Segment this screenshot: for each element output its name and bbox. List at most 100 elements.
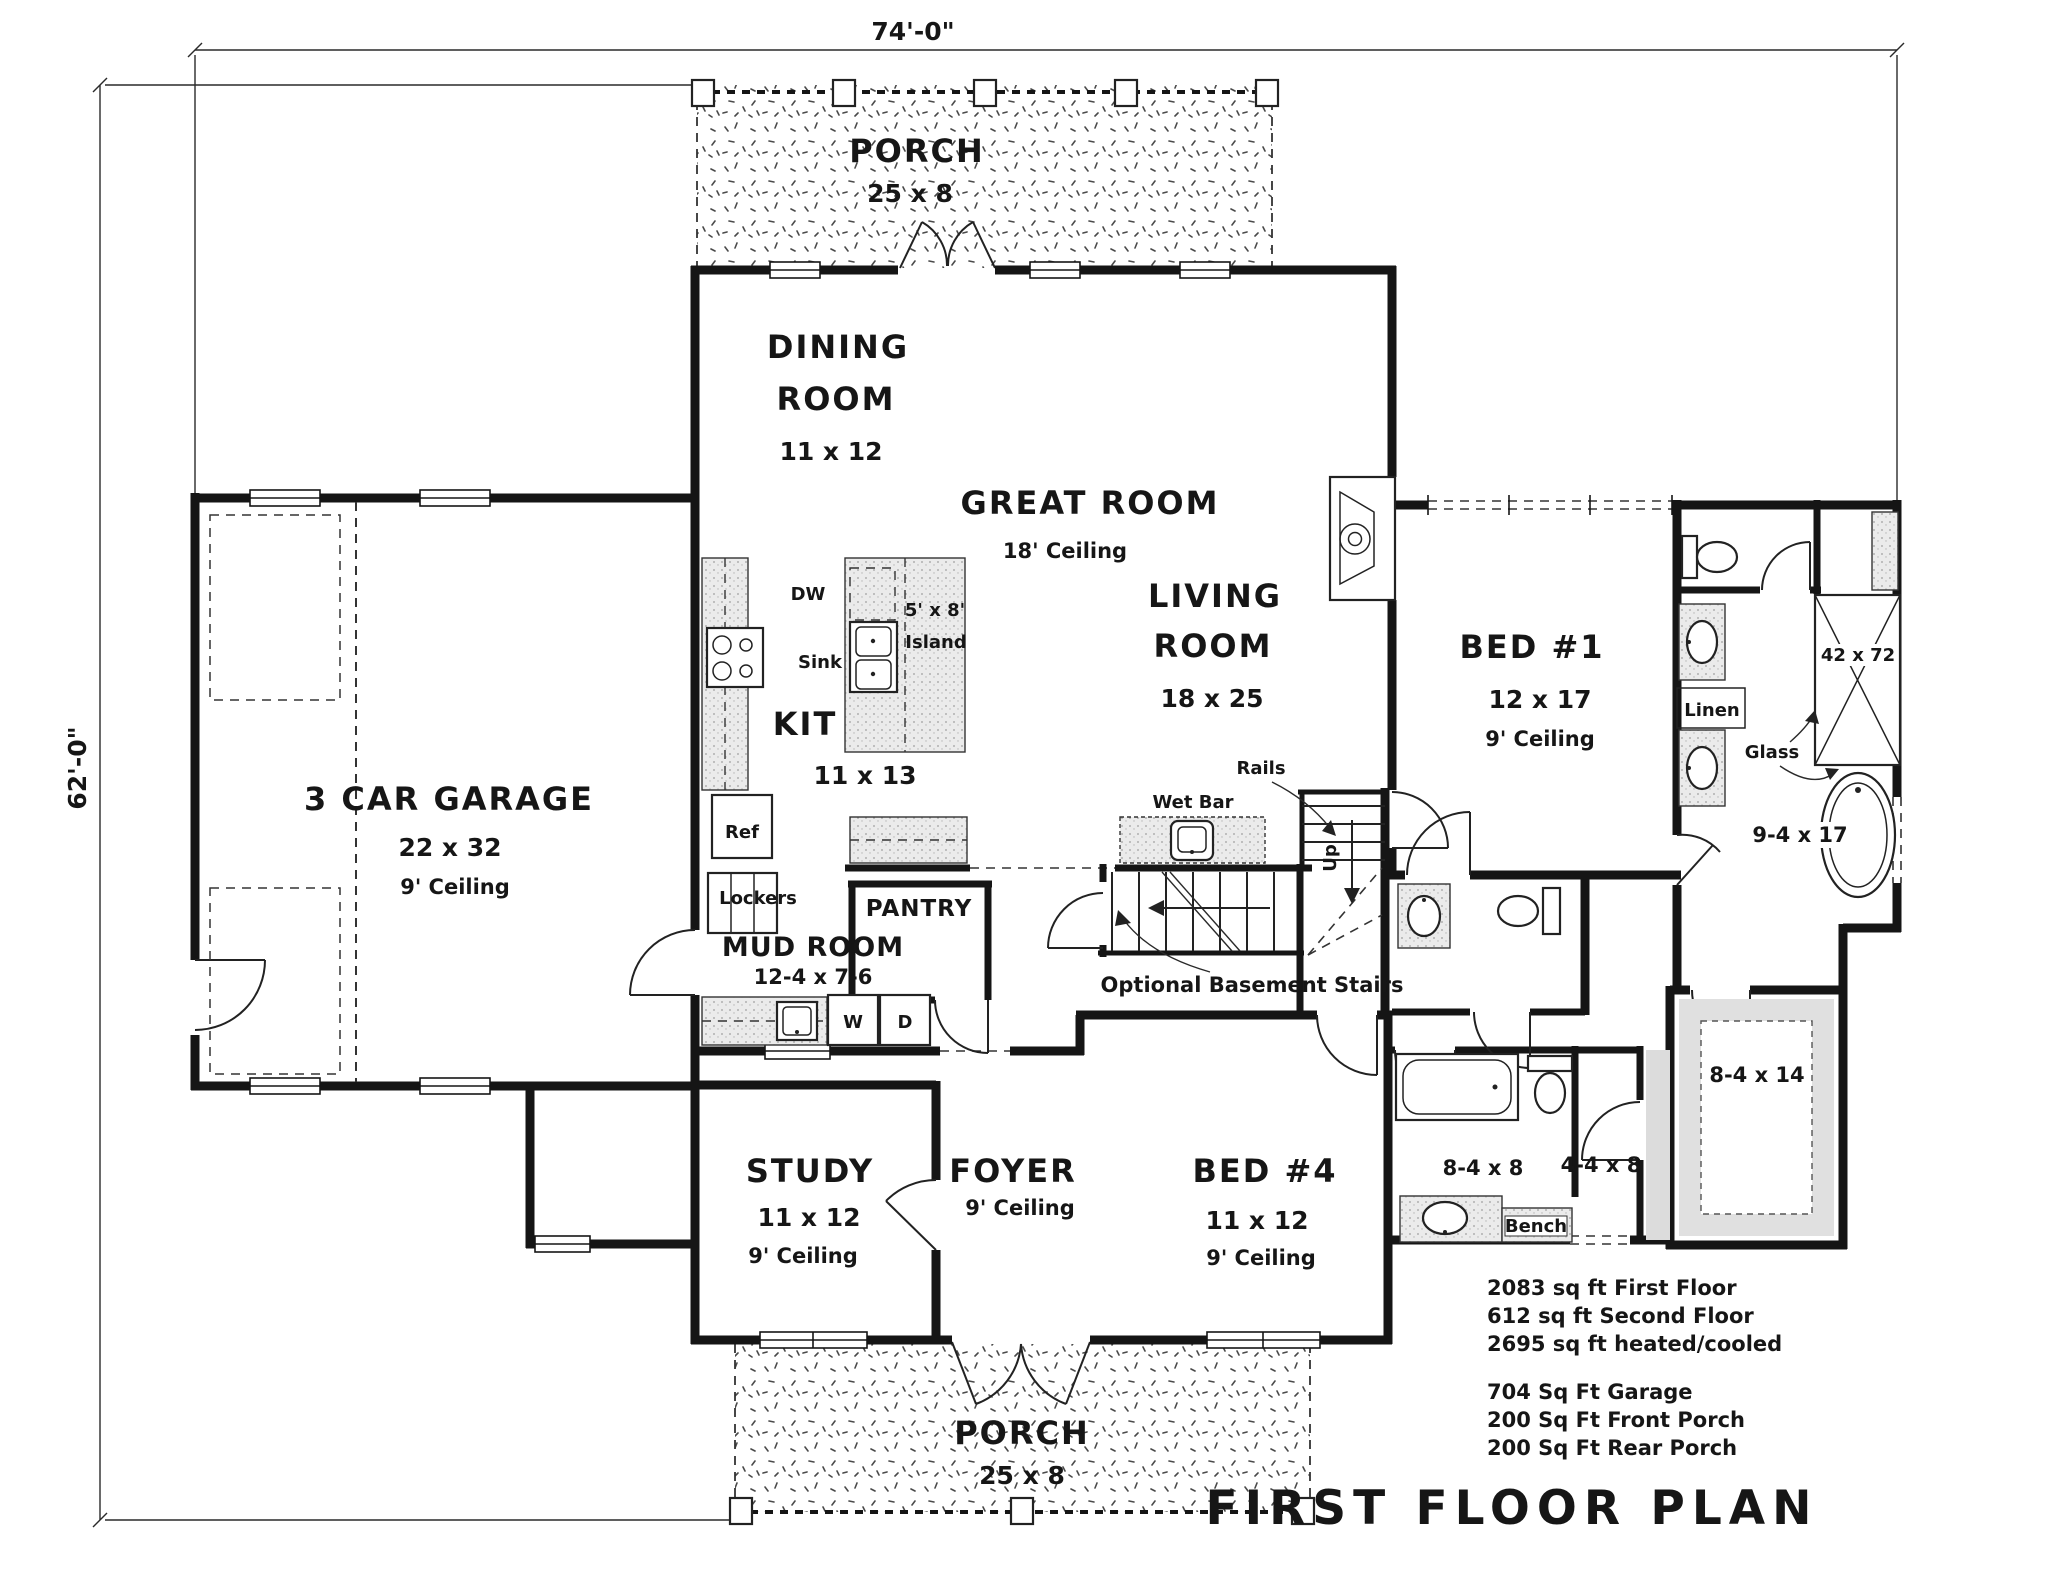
- lockers-label: Lockers: [719, 888, 797, 909]
- kitchen-size: 11 x 13: [813, 761, 916, 790]
- study-size: 11 x 12: [757, 1203, 860, 1232]
- kitchen-fixtures: [701, 557, 968, 1047]
- up-label: Up: [1320, 844, 1341, 872]
- rear-porch-size: 25 x 8: [867, 179, 953, 208]
- summary-rear-porch: 200 Sq Ft Rear Porch: [1487, 1436, 1737, 1460]
- windows: [249, 261, 1902, 1349]
- bed4-ceiling: 9' Ceiling: [1206, 1246, 1316, 1270]
- pantry-door: [934, 999, 989, 1054]
- island-sink: [848, 620, 899, 694]
- dimension-lines: 74'-0" 62'-0": [63, 17, 1905, 1528]
- dryer: [878, 993, 932, 1047]
- mud-sink: [775, 1000, 819, 1042]
- bed4-label: BED #4: [1192, 1152, 1337, 1190]
- dim-width-label: 74'-0": [871, 17, 954, 46]
- bed1-door: [1406, 811, 1471, 876]
- master-bath: Linen 42 x 72 Glass 9-4 x 17: [1676, 511, 1902, 899]
- bed1-window-band: [1427, 495, 1673, 515]
- plan-title: FIRST FLOOR PLAN: [1205, 1481, 1818, 1536]
- front-porch: PORCH 25 x 8: [728, 1341, 1316, 1526]
- lockers: [706, 871, 779, 935]
- front-porch-label: PORCH: [954, 1414, 1090, 1452]
- rails-label: Rails: [1236, 758, 1285, 779]
- storage-size: 8-4 x 14: [1709, 1063, 1804, 1087]
- mud-room-label: MUD ROOM: [722, 932, 904, 963]
- rear-double-door: [899, 221, 996, 269]
- bed1-label: BED #1: [1459, 628, 1604, 666]
- master-bath-size: 9-4 x 17: [1752, 823, 1847, 847]
- wet-bar: [1119, 816, 1266, 864]
- bath2-vanity: [1399, 1195, 1503, 1243]
- mud-room-size: 12-4 x 7-6: [754, 965, 873, 989]
- washer-label: W: [843, 1012, 863, 1033]
- master-bath-door: [1676, 833, 1721, 886]
- living-size: 18 x 25: [1160, 684, 1263, 713]
- foyer-ceiling: 9' Ceiling: [965, 1196, 1075, 1220]
- garage-mudroom-door: [629, 929, 696, 996]
- front-porch-size: 25 x 8: [979, 1461, 1065, 1490]
- kitchen-peninsula: [849, 816, 968, 864]
- basement-stairs-door: [1047, 892, 1104, 949]
- study-door: [885, 1179, 937, 1251]
- wc-toilet: [1680, 534, 1739, 580]
- linen-closet: [1676, 687, 1746, 729]
- front-double-door: [951, 1341, 1091, 1405]
- bed1-size: 12 x 17: [1488, 685, 1591, 714]
- summary-first-floor: 2083 sq ft First Floor: [1487, 1276, 1737, 1300]
- summary-front-porch: 200 Sq Ft Front Porch: [1487, 1408, 1745, 1432]
- bath2-size: 8-4 x 8: [1443, 1156, 1524, 1180]
- bath2-toilet: [1526, 1054, 1574, 1115]
- dining-size: 11 x 12: [779, 437, 882, 466]
- vanity-1: [1678, 603, 1726, 681]
- refrigerator: [710, 793, 774, 860]
- great-room-ceiling: 18' Ceiling: [1003, 539, 1127, 563]
- storage-room: [1679, 999, 1834, 1236]
- bath2: Bench: [1394, 1052, 1574, 1243]
- pantry-label: PANTRY: [866, 896, 973, 922]
- ref-label: Ref: [725, 822, 759, 843]
- dining-label-1: DINING: [767, 328, 909, 366]
- summary-garage: 704 Sq Ft Garage: [1487, 1380, 1693, 1404]
- kitchen-island: [844, 557, 966, 753]
- island-size-2: Island: [905, 632, 966, 653]
- bench-label: Bench: [1505, 1216, 1567, 1237]
- study-label: STUDY: [746, 1152, 874, 1190]
- bed4-door: [1316, 1014, 1378, 1076]
- foyer-label: FOYER: [949, 1152, 1077, 1190]
- wet-bar-label: Wet Bar: [1152, 792, 1233, 813]
- dining-label-2: ROOM: [777, 380, 896, 418]
- closet2-size: 4-4 x 8: [1561, 1153, 1642, 1177]
- hall-door: [1391, 791, 1449, 849]
- garage-detail: [209, 502, 357, 1082]
- powder-bath: [1397, 883, 1562, 949]
- dw-label: DW: [791, 584, 826, 605]
- great-room-label: GREAT ROOM: [961, 484, 1220, 522]
- dryer-label: D: [898, 1012, 913, 1033]
- linen-label: Linen: [1684, 700, 1739, 721]
- basement-stairs-label: Optional Basement Stairs: [1101, 973, 1404, 997]
- fireplace: [1328, 475, 1397, 602]
- summary-second-floor: 612 sq ft Second Floor: [1487, 1304, 1754, 1328]
- shower-size: 42 x 72: [1821, 645, 1895, 666]
- room-labels: DINING ROOM 11 x 12 GREAT ROOM 18' Ceili…: [304, 328, 1805, 1270]
- bath2-tub: [1394, 1052, 1520, 1122]
- living-label-2: ROOM: [1154, 627, 1273, 665]
- bed1-ceiling: 9' Ceiling: [1485, 727, 1595, 751]
- island-size-1: 5' x 8': [905, 600, 965, 621]
- garage-size: 22 x 32: [398, 833, 501, 862]
- bed4-size: 11 x 12: [1205, 1206, 1308, 1235]
- shower: [1813, 511, 1902, 767]
- study-ceiling: 9' Ceiling: [748, 1244, 858, 1268]
- glass-label: Glass: [1745, 742, 1800, 763]
- vanity-2: [1678, 729, 1726, 807]
- area-summary: 2083 sq ft First Floor 612 sq ft Second …: [1487, 1276, 1782, 1460]
- living-label-1: LIVING: [1148, 577, 1282, 615]
- garage-ceiling: 9' Ceiling: [400, 875, 510, 899]
- dim-height-label: 62'-0": [63, 726, 92, 809]
- mud-counter: [701, 996, 828, 1046]
- garage-label: 3 CAR GARAGE: [304, 780, 594, 818]
- stove: [705, 626, 765, 689]
- summary-heated: 2695 sq ft heated/cooled: [1487, 1332, 1782, 1356]
